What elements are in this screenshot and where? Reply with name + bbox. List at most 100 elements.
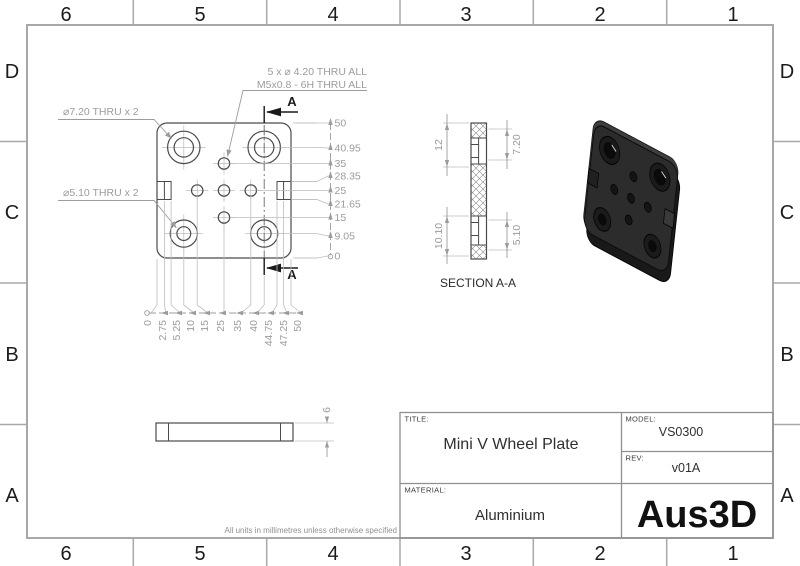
ordinate-chain-bottom: 0 2.75 5.25 10 15 25 35 40 44.75 47.25 5… — [142, 196, 304, 346]
ordinate-arrow — [219, 310, 226, 316]
ordinate-arrow — [175, 310, 182, 316]
ordinate-label: 9.05 — [335, 231, 356, 243]
ordinate-label: 0 — [335, 251, 341, 263]
zone-label: D — [5, 61, 19, 83]
zone-label: 4 — [327, 4, 338, 26]
side-view: 6 — [155, 407, 334, 457]
ordinate-arrow — [328, 231, 333, 238]
zone-label: 3 — [460, 543, 471, 565]
ordinate-label: 21.65 — [335, 199, 361, 211]
zone-label: 2 — [594, 543, 605, 565]
dim-label: 6 — [321, 407, 333, 413]
section-arrow — [266, 263, 281, 273]
ordinate-origin — [144, 310, 150, 316]
ordinate-arrow — [236, 310, 243, 316]
ordinate-leader — [183, 304, 195, 314]
zone-label: 6 — [60, 4, 71, 26]
ordinate-label: 5.25 — [171, 320, 183, 341]
ordinate-arrow — [328, 118, 333, 125]
ordinate-label: 28.35 — [335, 171, 361, 183]
ordinate-leader — [290, 304, 302, 314]
zone-label: D — [780, 61, 794, 83]
units-note: All units in millimetres unless otherwis… — [224, 526, 397, 535]
ordinate-label: 50 — [292, 320, 304, 332]
callout-cbore-top: ⌀7.20 THRU x 2 — [63, 106, 139, 118]
ordinate-label: 25 — [335, 185, 347, 197]
zone-labels: 6 5 4 3 2 1 6 5 4 3 2 1 D C B A D C B A — [5, 4, 795, 565]
section-title: SECTION A-A — [440, 276, 516, 290]
ordinate-leader — [291, 199, 331, 205]
ordinate-label: 25 — [215, 320, 227, 332]
zone-label: 6 — [60, 543, 71, 565]
ordinate-arrow — [328, 185, 333, 193]
front-view: A A 5 x ⌀ 4.20 THRU ALL M5x0.8 - 6H THRU… — [58, 66, 367, 346]
ordinate-label: 10 — [185, 320, 197, 332]
ordinate-origin — [327, 253, 334, 260]
model-label: MODEL: — [626, 415, 657, 424]
ordinate-chain-right: 50 40.95 35 28.35 25 21.65 15 9.05 0 — [229, 118, 361, 263]
dim-label: 10.10 — [433, 223, 445, 249]
ordinate-label: 35 — [335, 158, 347, 170]
zone-label: 1 — [727, 543, 738, 565]
callout-leader — [58, 119, 172, 139]
rev-label: REV: — [626, 454, 644, 463]
section-arrow — [266, 107, 281, 117]
ordinate-arrow — [161, 310, 168, 316]
zone-label: A — [5, 485, 19, 507]
ordinate-leader — [291, 175, 331, 182]
ordinate-arrow — [189, 310, 196, 316]
ordinate-arrow — [328, 143, 333, 150]
iso-holes — [593, 135, 671, 259]
zone-label: 3 — [460, 4, 471, 26]
dim-label: 7.20 — [511, 134, 523, 155]
model-number: VS0300 — [659, 425, 704, 439]
ordinate-label: 35 — [232, 320, 244, 332]
dim-label: 12 — [433, 139, 445, 151]
hole-callouts: 5 x ⌀ 4.20 THRU ALL M5x0.8 - 6H THRU ALL… — [58, 66, 367, 229]
ordinate-arrow — [328, 212, 333, 220]
zone-label: C — [780, 202, 794, 224]
callout-leader — [226, 90, 367, 157]
material-value: Aluminium — [475, 507, 545, 524]
zone-label: 2 — [594, 4, 605, 26]
zone-label: B — [5, 344, 18, 366]
side-outline — [155, 422, 294, 442]
section-dims-left: 12 10.10 — [433, 114, 469, 264]
section-cut: A A — [263, 94, 298, 282]
title-label: TITLE: — [405, 415, 429, 424]
section-cut-label: A — [287, 267, 297, 282]
zone-label: 5 — [194, 543, 205, 565]
ordinate-label: 44.75 — [263, 320, 275, 346]
ordinate-label: 50 — [335, 118, 347, 130]
ordinate-leader — [170, 304, 181, 314]
section-view: 12 10.10 7.20 5.10 SECTION A-A — [433, 114, 523, 290]
ordinate-label: 2.75 — [157, 320, 169, 341]
ordinate-leader — [293, 255, 331, 259]
title-block: TITLE: Mini V Wheel Plate MODEL: VS0300 … — [399, 411, 774, 539]
ordinate-label: 40.95 — [335, 143, 361, 155]
ordinate-arrow — [267, 310, 274, 316]
section-body — [470, 122, 488, 260]
iso-notch — [663, 208, 675, 229]
iso-notch — [587, 167, 600, 189]
material-label: MATERIAL: — [405, 486, 447, 495]
callout-leader — [58, 200, 177, 229]
callout-cbore-bottom: ⌀5.10 THRU x 2 — [63, 187, 139, 199]
ordinate-leader — [280, 147, 331, 149]
counterbore-hole — [167, 130, 201, 165]
ordinate-label: 47.25 — [278, 320, 290, 346]
ordinate-label: 40 — [248, 320, 260, 332]
zone-label: A — [780, 485, 794, 507]
zone-label: B — [780, 344, 793, 366]
ordinate-leader — [150, 304, 158, 314]
section-dims-right: 7.20 5.10 — [488, 120, 523, 258]
revision: v01A — [672, 461, 701, 475]
dim-label: 5.10 — [511, 225, 523, 246]
section-cut-label: A — [287, 94, 297, 109]
zone-label: 5 — [194, 4, 205, 26]
company-logo: Aus3D — [637, 494, 757, 536]
ordinate-label: 15 — [335, 212, 347, 224]
ordinate-arrow — [328, 171, 333, 178]
